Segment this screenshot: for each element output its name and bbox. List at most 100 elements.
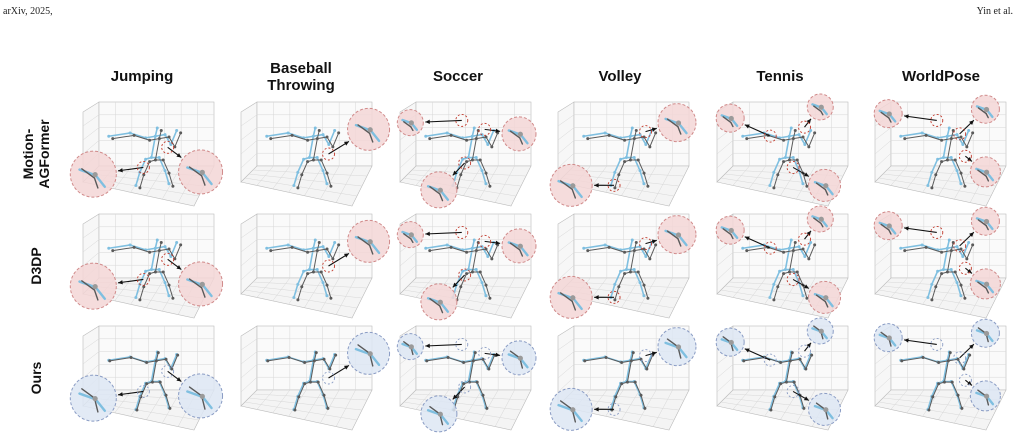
skeleton-joint — [465, 250, 469, 254]
skeleton-bone — [808, 132, 816, 148]
skeleton-joint — [107, 246, 111, 250]
skeleton-bone — [307, 138, 318, 141]
column-title-line: WorldPose — [902, 68, 980, 85]
skeleton-joint — [797, 133, 801, 137]
skeleton-bone — [320, 271, 328, 286]
skeleton-joint — [167, 182, 171, 186]
skeleton-bone — [769, 171, 775, 187]
arrow-line — [903, 115, 937, 121]
grid-line — [82, 114, 100, 127]
skeleton-joint — [934, 285, 938, 289]
arrow-head — [651, 351, 657, 356]
skeleton-joint — [293, 408, 297, 412]
grid-line — [244, 289, 358, 309]
skeleton-joint — [642, 182, 646, 186]
highlight-ring — [953, 351, 967, 365]
skeleton-bone — [802, 172, 808, 187]
skeleton-joint — [128, 131, 132, 135]
skeleton-joint — [745, 249, 749, 253]
skeleton-bone — [784, 359, 791, 383]
skeleton-bone — [332, 132, 340, 148]
arrow-head — [118, 280, 123, 285]
row-label: Ours — [28, 361, 44, 394]
skeleton-joint — [328, 367, 332, 371]
skeleton-bone — [922, 357, 940, 363]
zoom-bone — [824, 300, 829, 308]
venue-header: arXiv, 2025, — [3, 6, 53, 17]
grid-line — [82, 252, 100, 267]
skeleton-joint — [325, 135, 329, 139]
zoom-joint — [517, 131, 523, 137]
skeleton-joint — [782, 272, 786, 276]
pose-panel — [715, 93, 849, 207]
skeleton-bone — [639, 393, 645, 409]
skeleton-joint — [317, 240, 321, 244]
skeleton-bone — [479, 271, 487, 286]
skeleton-joint — [789, 126, 793, 130]
zoom-bone — [977, 107, 987, 115]
skeleton-joint — [149, 156, 153, 160]
skeleton-joint — [807, 257, 811, 261]
skeleton-joint — [462, 382, 466, 386]
skeleton-joint — [956, 393, 960, 397]
skeleton-joint — [306, 272, 310, 276]
skeleton-bone — [772, 270, 781, 286]
skeleton-bone — [475, 136, 487, 140]
skeleton-bone — [313, 358, 325, 362]
skeleton-joint — [303, 382, 307, 386]
skeleton-joint — [327, 254, 331, 258]
skeleton-joint — [940, 250, 944, 254]
skeleton-bone — [471, 138, 477, 161]
skeleton-joint — [474, 249, 478, 253]
skeleton-joint — [159, 128, 163, 132]
arrow-head — [904, 338, 909, 343]
zoom-bone — [403, 233, 412, 240]
skeleton-joint — [302, 157, 306, 161]
grid-line — [240, 252, 258, 267]
skeleton-bone — [456, 286, 462, 301]
zoom-joint — [199, 393, 205, 399]
grid-line — [240, 140, 258, 155]
skeleton-joint — [801, 247, 805, 251]
skeleton-bone — [133, 246, 151, 253]
skeleton-joint — [620, 382, 624, 386]
skeleton-joint — [465, 138, 469, 142]
highlight-ring — [161, 252, 175, 266]
skeleton-bone — [804, 353, 812, 370]
skeleton-joint — [582, 246, 586, 250]
grid-line — [569, 281, 685, 289]
grid-line — [82, 338, 100, 351]
skeleton-joint — [633, 380, 637, 384]
skeleton-bone — [962, 353, 970, 370]
skeleton-joint — [899, 134, 903, 138]
skeleton-joint — [319, 158, 323, 162]
pose-panel — [396, 325, 537, 433]
skeleton-bone — [774, 383, 782, 398]
skeleton-joint — [802, 406, 806, 410]
skeleton-joint — [153, 246, 157, 250]
skeleton-bone — [301, 273, 309, 288]
arrow-head — [176, 377, 182, 382]
skeleton-bone — [162, 271, 170, 286]
skeleton-joint — [778, 157, 782, 161]
skeleton-bone — [610, 395, 616, 411]
skeleton-bone — [133, 134, 151, 141]
skeleton-bone — [618, 161, 626, 176]
grid-line — [244, 401, 358, 421]
skeleton-joint — [329, 184, 333, 188]
skeleton-joint — [145, 360, 149, 364]
skeleton-joint — [265, 246, 269, 250]
skeleton-bone — [130, 357, 148, 363]
highlight-ring — [161, 364, 175, 378]
skeleton-joint — [466, 268, 470, 272]
skeleton-joint — [265, 134, 269, 138]
skeleton-joint — [965, 145, 969, 149]
zoom-joint — [818, 104, 824, 110]
skeleton-joint — [150, 380, 154, 384]
grid-line — [82, 364, 100, 379]
zoom-joint — [675, 120, 682, 126]
skeleton-joint — [936, 269, 940, 273]
skeleton-joint — [319, 270, 323, 274]
skeleton-bone — [639, 245, 647, 258]
highlight-ring — [607, 178, 621, 192]
